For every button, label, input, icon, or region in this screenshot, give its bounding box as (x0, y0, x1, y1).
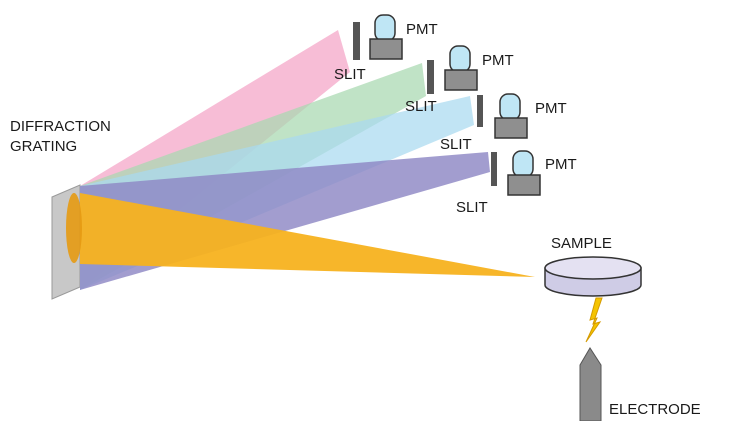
pmt-1 (369, 14, 403, 60)
slit-label-1: SLIT (334, 66, 366, 83)
slit-label-2: SLIT (405, 98, 437, 115)
pmt-2 (444, 45, 478, 91)
grating-spot (66, 193, 82, 263)
pmt-label-2: PMT (482, 52, 514, 69)
pmt-label-3: PMT (535, 100, 567, 117)
electrode-label: ELECTRODE (609, 401, 701, 418)
grating-label-line1: DIFFRACTION (10, 118, 111, 135)
slit-1 (353, 22, 360, 60)
pmt-3 (494, 93, 528, 139)
spark-icon (585, 297, 603, 343)
sample-label: SAMPLE (551, 235, 612, 252)
slit-3 (477, 95, 483, 127)
slit-label-3: SLIT (440, 136, 472, 153)
sample-disc (544, 256, 642, 297)
pmt-label-4: PMT (545, 156, 577, 173)
source-beam (80, 193, 535, 277)
slit-4 (491, 152, 497, 186)
electrode (579, 347, 602, 421)
pmt-label-1: PMT (406, 21, 438, 38)
slit-label-4: SLIT (456, 199, 488, 216)
grating-label-line2: GRATING (10, 138, 77, 155)
slit-2 (427, 60, 434, 94)
pmt-4 (507, 150, 541, 196)
